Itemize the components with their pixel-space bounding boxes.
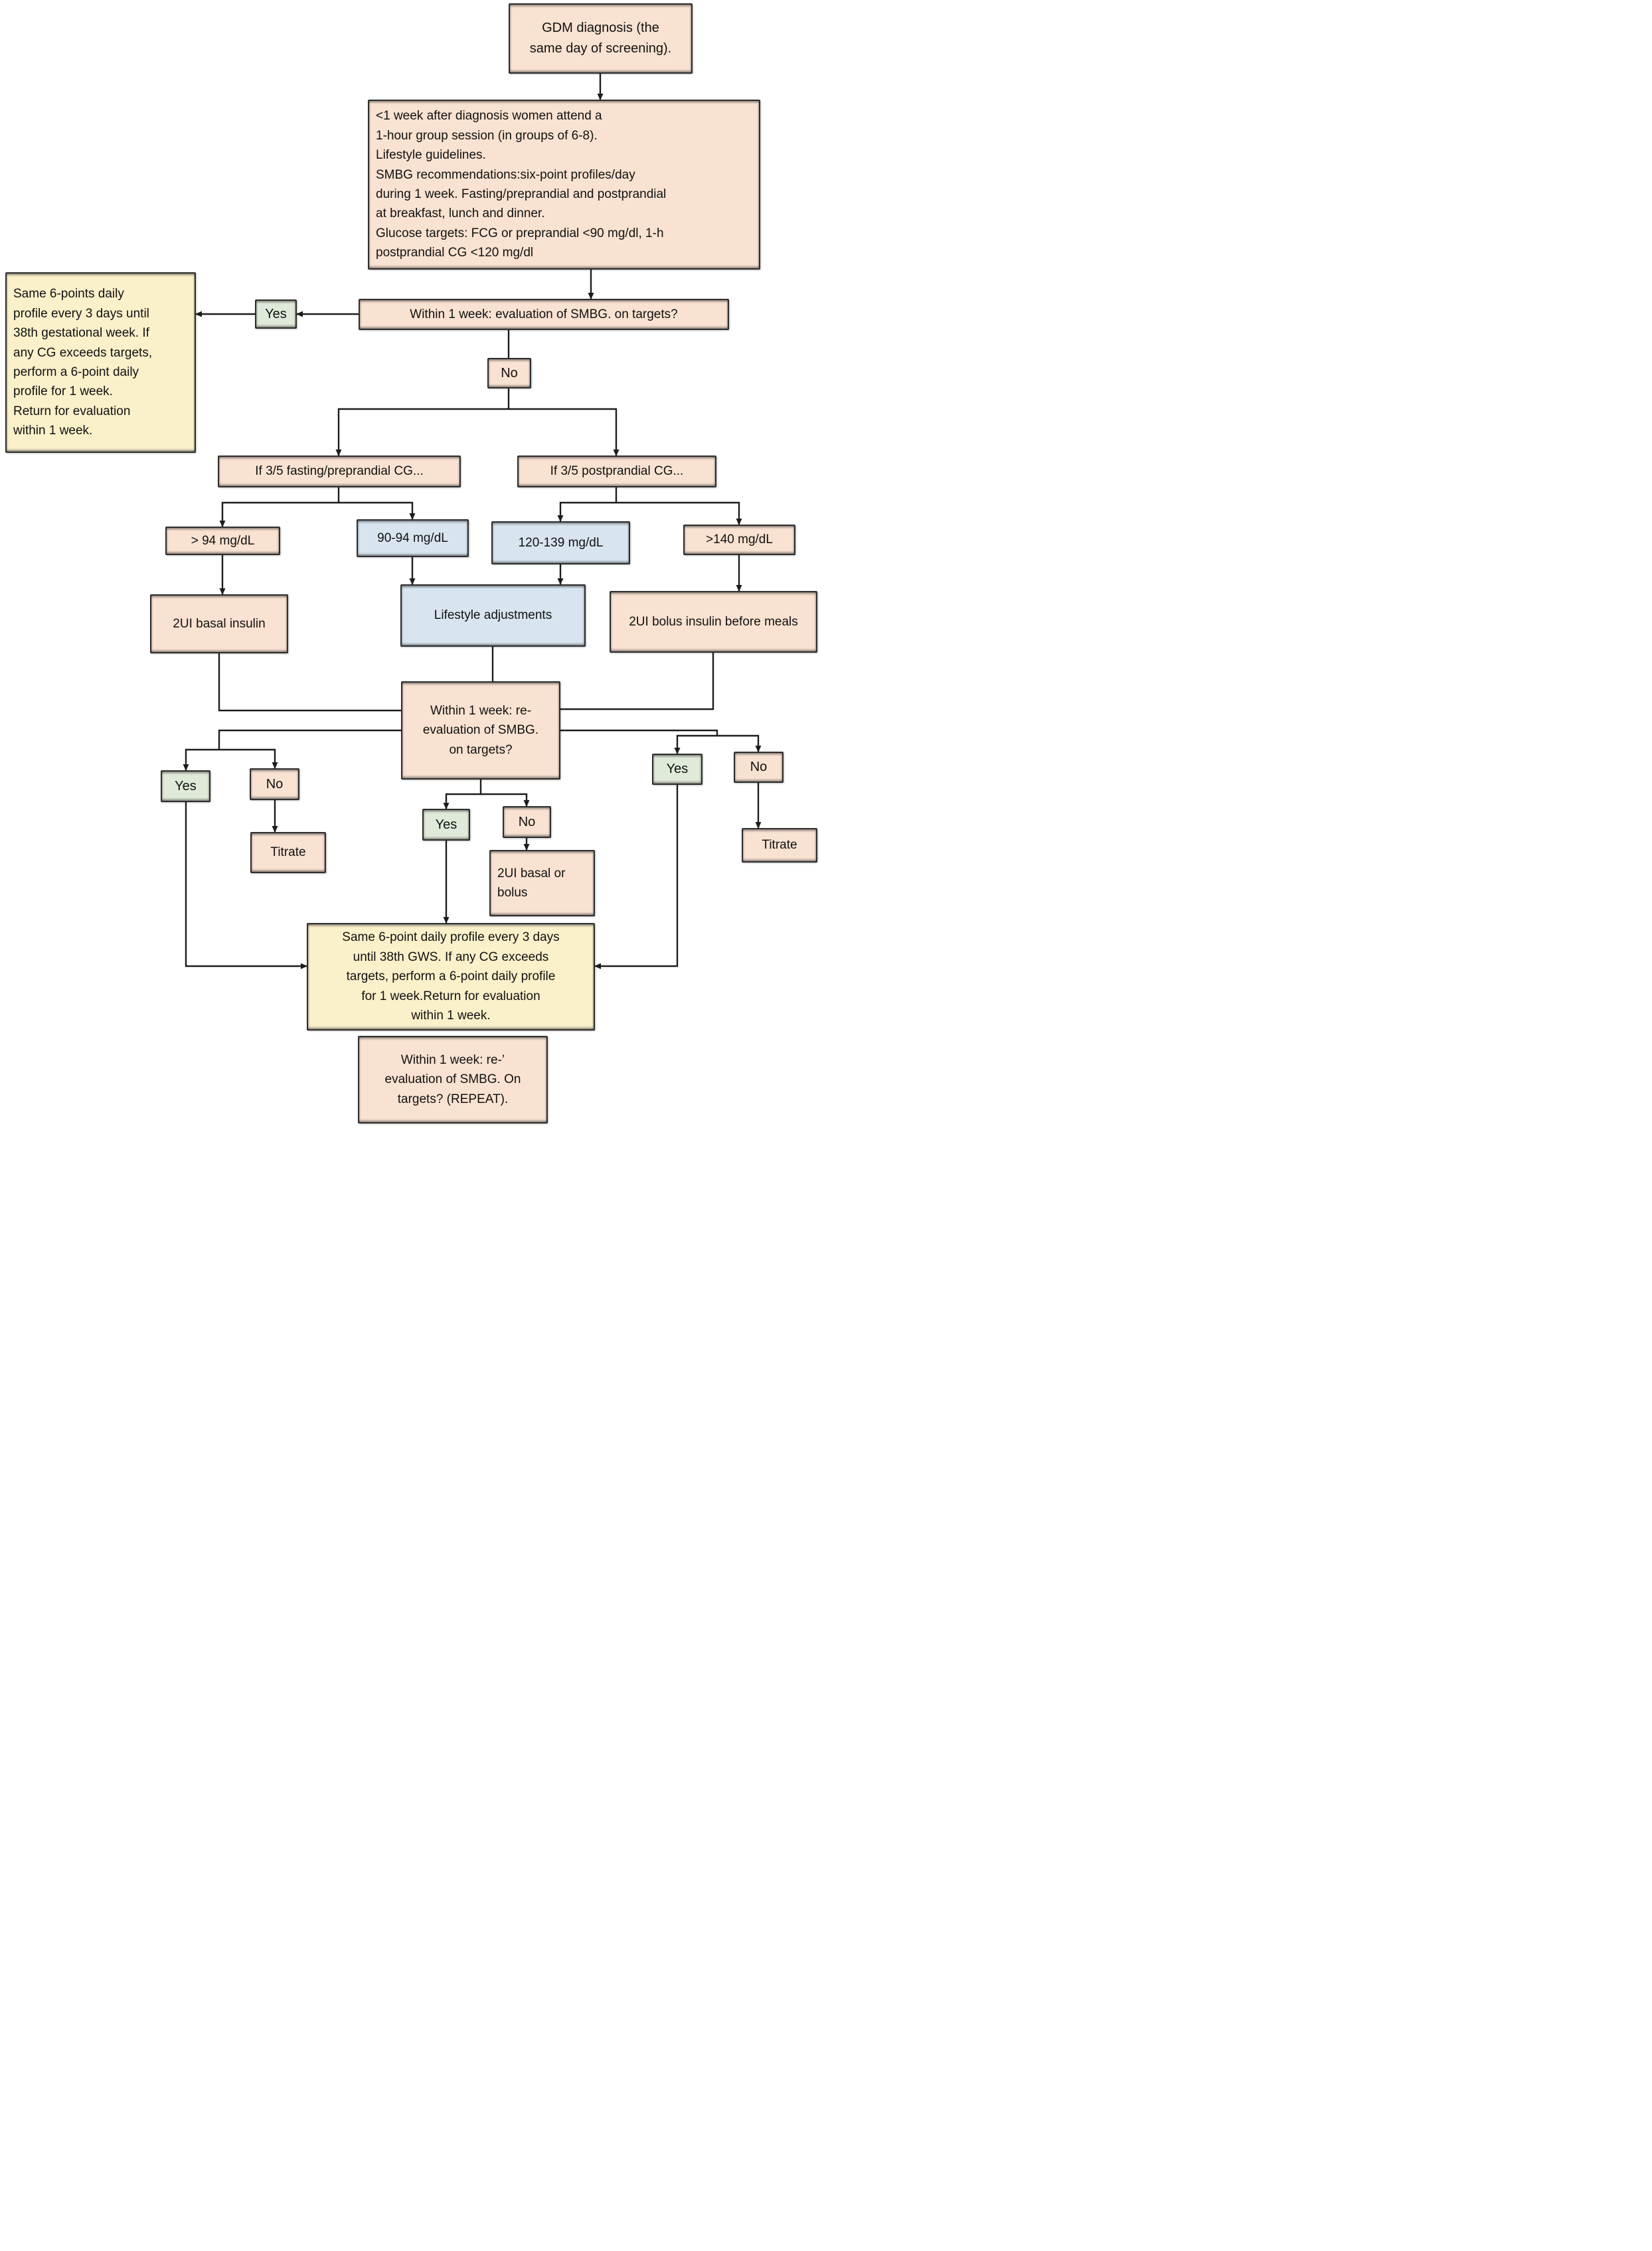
flow-node-bolus-insulin: 2UI bolus insulin before meals [610,591,817,653]
flow-node-no-right: No [734,752,784,783]
flow-node-fasting-branch: If 3/5 fasting/preprandial CG... [218,456,461,487]
flow-node-label: Within 1 week: re-’ evaluation of SMBG. … [384,1052,521,1106]
flow-node-postprandial-branch: If 3/5 postprandial CG... [517,456,716,487]
flow-node-gt-140: >140 mg/dL [683,525,795,555]
flow-node-range-90-94: 90-94 mg/dL [357,519,469,557]
flow-node-label: No [501,365,518,380]
flow-node-label: If 3/5 postprandial CG... [550,464,684,479]
flow-node-no-center: No [503,806,551,838]
flow-node-basal-or-bolus: 2UI basal or bolus [489,850,595,916]
flow-node-label: 2UI bolus insulin before meals [629,614,798,629]
flow-node-label: Lifestyle adjustments [434,608,552,623]
flow-node-evaluation-1week: Within 1 week: evaluation of SMBG. on ta… [359,299,729,330]
flow-node-titrate-left: Titrate [250,832,326,873]
edge-no-split-fasting [335,388,510,456]
flow-node-label: > 94 mg/dL [191,533,255,548]
flow-node-label: Titrate [762,838,797,853]
flow-node-label: Within 1 week: evaluation of SMBG. on ta… [410,307,678,321]
edge-reevaluation-right-split [560,729,718,754]
flow-node-label: Same 6-point daily profile every 3 days … [342,930,560,1023]
edge-fasting-split-gt94 [219,487,340,527]
flow-node-label: Same 6-points daily profile every 3 days… [13,287,153,438]
flow-node-label: Within 1 week: re- evaluation of SMBG. o… [422,703,539,757]
edge-reevaluation-bottom-split-yes [443,780,482,809]
flow-node-label: If 3/5 fasting/preprandial CG... [255,464,424,479]
flow-connectors [183,74,762,969]
edge-reevaluation-bottom-split-no [481,793,530,807]
gdm-management-flowchart: GDM diagnosis (the same day of screening… [0,0,826,1126]
flow-node-label: No [750,760,768,774]
edge-no-split-postprandial [509,408,620,456]
flow-node-label: Yes [175,778,197,793]
flow-node-yes-left: Yes [161,770,210,802]
flow-node-label: >140 mg/dL [706,533,773,547]
flow-node-yes-right: Yes [652,754,702,785]
flow-node-reevaluation-repeat: Within 1 week: re-’ evaluation of SMBG. … [358,1036,548,1124]
flow-node-label: 2UI basal insulin [173,616,266,631]
flow-node-label: Titrate [270,845,306,860]
flow-node-no-top: No [487,358,531,388]
flow-node-titrate-right: Titrate [742,828,817,863]
flow-node-yes-top: Yes [255,299,297,329]
edge-reevaluation-left-split-no [219,748,278,769]
edge-reevaluation-right-split-no [717,734,762,752]
flow-node-yes-center: Yes [422,809,470,841]
edge-fasting-split-90-94 [339,501,416,520]
flow-node-basal-insulin: 2UI basal insulin [150,594,288,653]
flow-node-group-session-info: <1 week after diagnosis women attend a 1… [368,100,760,270]
flow-node-label: GDM diagnosis (the same day of screening… [529,21,672,56]
flow-node-gdm-diagnosis: GDM diagnosis (the same day of screening… [509,3,693,74]
flow-node-label: Yes [666,762,689,776]
flow-node-lifestyle-adjustments: Lifestyle adjustments [400,584,586,647]
flow-node-label: Yes [435,817,457,832]
flow-node-profile-38th-week: Same 6-points daily profile every 3 days… [5,272,196,453]
flow-node-label: 120-139 mg/dL [518,535,604,550]
edge-postprandial-split-120-139 [557,487,618,522]
flow-node-gt-94: > 94 mg/dL [165,527,280,555]
edge-reevaluation-left-split [183,729,401,771]
edge-postprandial-split-gt140 [616,501,742,525]
flow-node-no-left: No [250,768,299,800]
flow-node-reevaluation-1week: Within 1 week: re- evaluation of SMBG. o… [401,681,560,780]
edge-yes-right-to-yellow-bottom [594,785,679,969]
flow-node-label: <1 week after diagnosis women attend a 1… [376,109,667,260]
flow-node-range-120-139: 120-139 mg/dL [491,521,630,564]
flow-node-label: No [266,776,284,792]
flow-node-profile-38th-gws: Same 6-point daily profile every 3 days … [307,923,595,1031]
edge-yes-left-to-yellow-bottom [185,802,307,969]
flow-node-label: 90-94 mg/dL [377,531,448,545]
flow-node-label: No [518,814,536,829]
edge-bolus-to-reevaluation [560,653,714,710]
edge-basal-to-reevaluation [218,653,401,712]
flow-node-label: 2UI basal or bolus [497,866,566,900]
flow-node-label: Yes [265,306,287,321]
